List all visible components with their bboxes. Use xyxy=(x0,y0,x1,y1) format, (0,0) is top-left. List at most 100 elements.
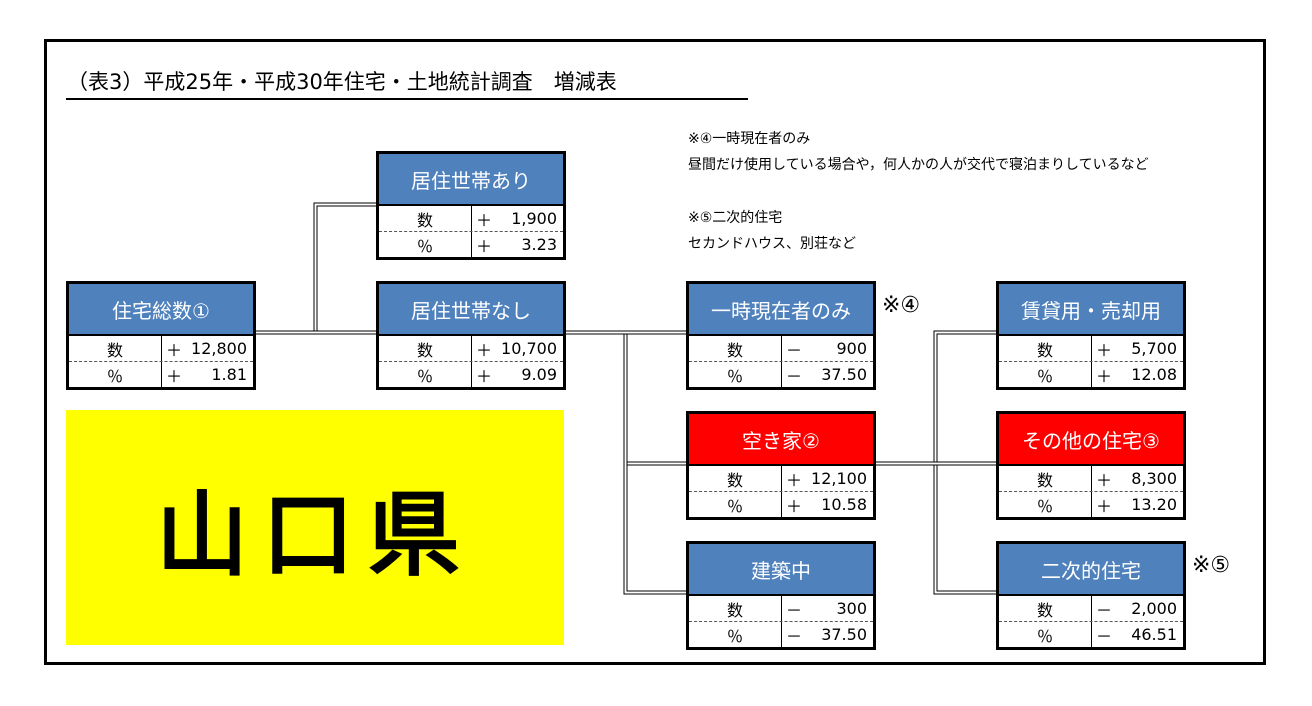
box-rent-sale: 賃貸用・売却用 数 ＋ 5,700 ％ ＋ 12.08 xyxy=(996,281,1186,390)
row-label: ％ xyxy=(999,622,1092,647)
row-label: ％ xyxy=(379,362,472,387)
note4-title: ※④一時現在者のみ xyxy=(688,131,811,147)
row-sign: ＋ xyxy=(1095,340,1112,360)
connector-occupied-branch xyxy=(313,202,376,331)
row-value: 5,700 xyxy=(1131,339,1177,358)
row-label: ％ xyxy=(999,362,1092,387)
percent-row: ％ ＋ 3.23 xyxy=(379,232,563,257)
box-secondary-housing: 二次的住宅 数 － 2,000 ％ － 46.51 xyxy=(996,541,1186,650)
row-label: 数 xyxy=(69,336,162,361)
note5-title: ※⑤二次的住宅 xyxy=(688,210,783,226)
box-header: 居住世帯あり xyxy=(379,154,563,206)
row-value: 8,300 xyxy=(1131,469,1177,488)
connector-secondary-branch xyxy=(933,465,997,595)
box-header: その他の住宅③ xyxy=(999,414,1183,466)
row-sign: － xyxy=(1095,600,1112,620)
percent-row: ％ ＋ 12.08 xyxy=(999,362,1183,387)
count-row: 数 － 2,000 xyxy=(999,596,1183,622)
row-sign: ＋ xyxy=(475,340,492,360)
percent-row: ％ ＋ 13.20 xyxy=(999,492,1183,517)
row-label: 数 xyxy=(689,336,782,361)
row-label: 数 xyxy=(689,596,782,621)
row-value: 37.50 xyxy=(821,365,867,384)
box-temporary-residents: 一時現在者のみ 数 － 900 ％ － 37.50 xyxy=(686,281,876,390)
box-header: 賃貸用・売却用 xyxy=(999,284,1183,336)
row-value: 12,800 xyxy=(191,339,247,358)
note-mark-5: ※⑤ xyxy=(1192,553,1231,578)
connector-to-vacant xyxy=(627,461,687,466)
count-row: 数 ＋ 1,900 xyxy=(379,206,563,232)
row-sign: ＋ xyxy=(785,496,802,516)
percent-row: ％ － 37.50 xyxy=(689,362,873,387)
row-value: 9.09 xyxy=(521,365,557,384)
row-label: 数 xyxy=(999,466,1092,491)
note4-body: 昼間だけ使用している場合や，何人かの人が交代で寝泊まりしているなど xyxy=(688,157,1149,173)
prefecture-panel: 山口県 xyxy=(66,410,564,645)
box-header: 一時現在者のみ xyxy=(689,284,873,336)
row-value: 300 xyxy=(836,599,867,618)
row-sign: － xyxy=(785,600,802,620)
row-sign: ＋ xyxy=(1095,366,1112,386)
row-sign: ＋ xyxy=(475,236,492,256)
note5-body: セカンドハウス、別荘など xyxy=(688,236,856,252)
row-sign: ＋ xyxy=(785,470,802,490)
count-row: 数 ＋ 10,700 xyxy=(379,336,563,362)
percent-row: ％ ＋ 10.58 xyxy=(689,492,873,517)
count-row: 数 － 900 xyxy=(689,336,873,362)
count-row: 数 － 300 xyxy=(689,596,873,622)
prefecture-name: 山口県 xyxy=(155,482,474,589)
row-sign: ＋ xyxy=(1095,470,1112,490)
row-value: 1.81 xyxy=(211,365,247,384)
connector-rent-branch xyxy=(933,330,997,462)
row-label: 数 xyxy=(379,206,472,231)
row-sign: ＋ xyxy=(475,210,492,230)
percent-row: ％ ＋ 1.81 xyxy=(69,362,253,387)
row-sign: － xyxy=(785,626,802,646)
page-title: （表3）平成25年・平成30年住宅・土地統計調査 増減表 xyxy=(67,70,617,94)
percent-row: ％ － 46.51 xyxy=(999,622,1183,647)
row-value: 3.23 xyxy=(521,235,557,254)
row-sign: － xyxy=(785,340,802,360)
row-label: 数 xyxy=(379,336,472,361)
row-label: ％ xyxy=(379,232,472,257)
box-under-construction: 建築中 数 － 300 ％ － 37.50 xyxy=(686,541,876,650)
row-value: 46.51 xyxy=(1131,625,1177,644)
row-sign: ＋ xyxy=(165,366,182,386)
row-sign: ＋ xyxy=(165,340,182,360)
box-total-housing: 住宅総数① 数 ＋ 12,800 ％ ＋ 1.81 xyxy=(66,281,256,390)
connector-unoccupied-to-temporary xyxy=(564,330,687,335)
box-vacant-house: 空き家② 数 ＋ 12,100 ％ ＋ 10.58 xyxy=(686,411,876,520)
row-label: ％ xyxy=(999,492,1092,517)
connector-unoccupied-trunk xyxy=(623,334,687,595)
row-label: ％ xyxy=(689,492,782,517)
row-label: ％ xyxy=(689,362,782,387)
row-sign: ＋ xyxy=(1095,496,1112,516)
count-row: 数 ＋ 5,700 xyxy=(999,336,1183,362)
box-unoccupied: 居住世帯なし 数 ＋ 10,700 ％ ＋ 9.09 xyxy=(376,281,566,390)
note-mark-4: ※④ xyxy=(882,293,921,318)
row-sign: － xyxy=(785,366,802,386)
box-occupied: 居住世帯あり 数 ＋ 1,900 ％ ＋ 3.23 xyxy=(376,151,566,260)
row-label: ％ xyxy=(689,622,782,647)
percent-row: ％ － 37.50 xyxy=(689,622,873,647)
box-header: 住宅総数① xyxy=(69,284,253,336)
row-value: 2,000 xyxy=(1131,599,1177,618)
row-value: 37.50 xyxy=(821,625,867,644)
diagram-frame xyxy=(44,39,1266,665)
row-value: 900 xyxy=(836,339,867,358)
row-label: 数 xyxy=(999,596,1092,621)
count-row: 数 ＋ 12,800 xyxy=(69,336,253,362)
row-label: 数 xyxy=(999,336,1092,361)
row-value: 12.08 xyxy=(1131,365,1177,384)
count-row: 数 ＋ 12,100 xyxy=(689,466,873,492)
connector-total-to-unoccupied xyxy=(254,330,376,335)
count-row: 数 ＋ 8,300 xyxy=(999,466,1183,492)
row-value: 10.58 xyxy=(821,495,867,514)
row-sign: － xyxy=(1095,626,1112,646)
box-header: 二次的住宅 xyxy=(999,544,1183,596)
row-value: 13.20 xyxy=(1131,495,1177,514)
row-value: 1,900 xyxy=(511,209,557,228)
row-value: 12,100 xyxy=(811,469,867,488)
box-header: 空き家② xyxy=(689,414,873,466)
